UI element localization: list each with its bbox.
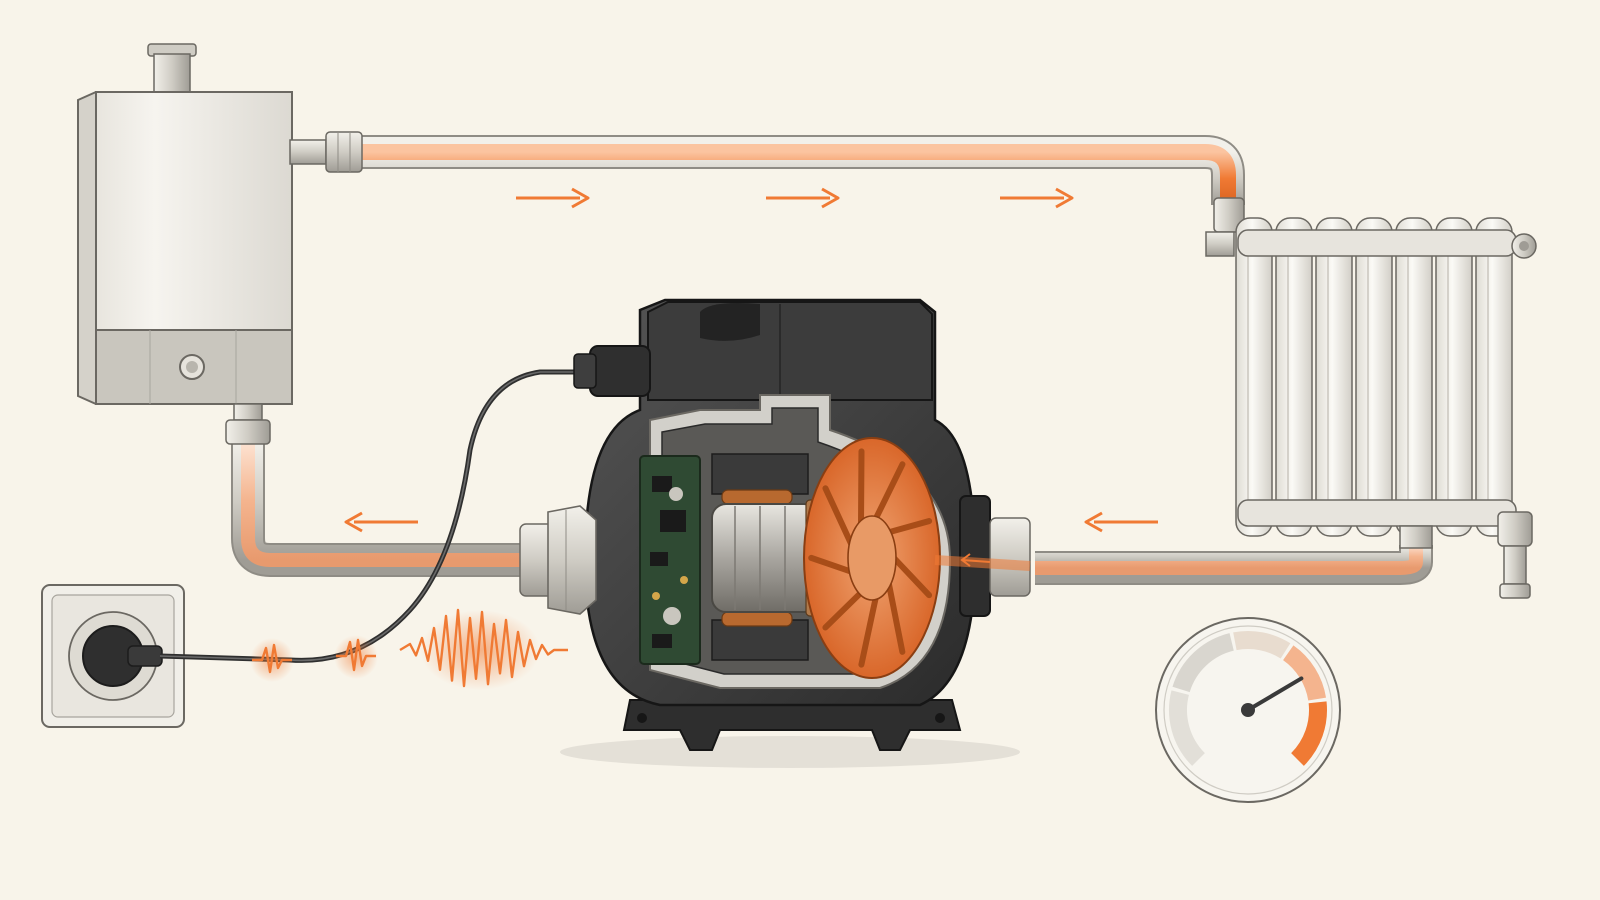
gauge-arc <box>1290 701 1327 766</box>
supply-pipe <box>362 135 1245 205</box>
radiator-fin <box>1475 217 1513 537</box>
gauge-needle <box>1246 676 1304 712</box>
radiator-fin <box>1395 217 1433 537</box>
hot-water-flow <box>362 144 1236 205</box>
flow-arrow-head <box>821 187 840 209</box>
impeller-vane <box>885 580 906 655</box>
flow-arrow-head <box>571 187 590 209</box>
boiler <box>77 43 363 445</box>
cable-gland <box>589 345 651 397</box>
flow-arrow-head <box>344 511 363 533</box>
wall-socket <box>41 584 185 728</box>
impeller-vane <box>822 485 855 548</box>
pump-outlet-port <box>934 495 1031 617</box>
impeller-vane <box>858 594 879 668</box>
radiator <box>1205 197 1537 599</box>
power-cable <box>159 369 590 663</box>
supply-flow-arrows <box>516 187 1074 209</box>
impeller <box>803 437 941 679</box>
return-pipe <box>231 442 1433 585</box>
radiator-fin <box>1435 217 1473 537</box>
radiator-fin <box>1355 217 1393 537</box>
warm-water-return <box>241 442 525 567</box>
pressure-gauge <box>1155 617 1341 803</box>
impeller-vane <box>885 518 933 536</box>
gauge-arc <box>1282 645 1327 701</box>
circulator-pump <box>519 298 1031 768</box>
pump-base <box>622 699 962 751</box>
impeller-vane <box>822 589 864 631</box>
radiator-fin <box>1275 217 1313 537</box>
gauge-arc <box>1233 631 1291 659</box>
radiator-fins <box>1235 217 1513 537</box>
impeller-vane <box>891 555 933 599</box>
radiator-fin <box>1235 217 1273 537</box>
impeller-vane <box>808 554 855 575</box>
warm-water-flow <box>1035 545 1423 575</box>
return-flow-arrows <box>344 511 1158 533</box>
stator <box>711 453 809 661</box>
pump-inlet-port <box>519 505 597 615</box>
control-board <box>639 455 701 665</box>
gauge-arc <box>1169 690 1206 766</box>
flow-arrow-head <box>1084 511 1103 533</box>
radiator-fin <box>1315 217 1353 537</box>
gauge-arc <box>1172 633 1235 693</box>
electric-signal <box>250 608 568 690</box>
flow-arrow-head <box>1055 187 1074 209</box>
impeller-vane <box>872 461 906 522</box>
